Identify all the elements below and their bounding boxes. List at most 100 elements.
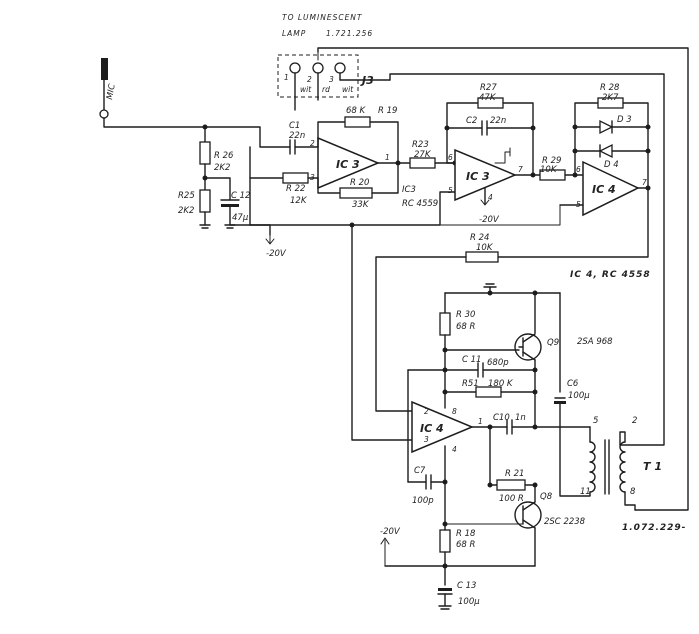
- c7-value: 100p: [412, 496, 434, 506]
- c7-name: C7: [414, 466, 426, 476]
- r19-value: 68 K: [346, 106, 367, 116]
- header-line1: TO LUMINESCENT: [282, 13, 363, 22]
- stage2-supply: -20V: [479, 215, 500, 225]
- c6-value: 100µ: [568, 391, 590, 401]
- capacitor-c12: [221, 204, 239, 207]
- d4-label: D 4: [604, 160, 619, 170]
- resistor-r22: [282, 172, 309, 184]
- r22-name: R 22: [286, 184, 305, 194]
- header-line2: LAMP: [282, 29, 306, 38]
- ic3-stage2-label: IC 3: [466, 170, 490, 183]
- c12-value: 47µ: [232, 213, 249, 223]
- microphone-input: MIC: [99, 58, 118, 119]
- transformer-t1: 5 11 2 8 T 1: [559, 416, 662, 511]
- ic-pin: 2: [424, 407, 429, 416]
- diode-d3: [599, 119, 614, 135]
- resistor-r21: [496, 479, 526, 491]
- connector-pin-label: 1: [284, 73, 289, 82]
- r20-name: R 20: [350, 178, 369, 188]
- r27-name: R27: [480, 83, 497, 93]
- resistor-r18: [439, 529, 451, 553]
- chip-name-ic3: IC3: [402, 185, 416, 195]
- r18-name: R 18: [456, 529, 476, 539]
- r22-value: 12K: [290, 196, 308, 206]
- ic-pin: 6: [448, 153, 453, 162]
- r28-name: R 28: [600, 83, 620, 93]
- transistor-q8: [514, 501, 542, 529]
- r26-name: R 26: [214, 151, 234, 161]
- connector-pin-2: [312, 62, 324, 74]
- header-part-number: 1.721.256: [326, 29, 373, 38]
- ic-pin: 8: [452, 407, 457, 416]
- c2-value: 22n: [490, 116, 506, 126]
- transformer-pin: 11: [580, 487, 591, 497]
- c10-value: 1n: [515, 413, 526, 423]
- r30-name: R 30: [456, 310, 475, 320]
- transformer-pin: 2: [632, 416, 637, 426]
- resistor-r30: [439, 312, 451, 336]
- r18-value: 68 R: [456, 540, 476, 550]
- connector-wire-label: wit: [342, 85, 354, 94]
- connector-name: J3: [360, 74, 374, 87]
- ic-pin: 4: [452, 445, 457, 454]
- r23-name: R23: [412, 140, 429, 150]
- r31-name: R51: [462, 379, 479, 389]
- input-label: MIC: [105, 83, 118, 100]
- r27-value: 47K: [479, 93, 497, 103]
- resistor-r19: [344, 116, 371, 128]
- r29-name: R 29: [542, 156, 561, 166]
- microphone-icon: [101, 58, 108, 80]
- capacitor-c6: [554, 401, 566, 404]
- c1-name: C1: [289, 121, 300, 131]
- ic-pin: 6: [576, 165, 581, 174]
- ic-pin: 5: [448, 186, 453, 195]
- ic-pin: 4: [488, 193, 493, 202]
- r25-name: R25: [178, 191, 195, 201]
- ic-pin: 1: [385, 153, 390, 162]
- transformer-pin: 5: [593, 416, 598, 426]
- drawing-number: 1.072.229-: [622, 523, 686, 533]
- resistor-r20: [339, 187, 373, 199]
- ic-pin: 7: [642, 178, 647, 187]
- q9-name: Q9: [547, 338, 559, 348]
- connector-pin-label: 2: [307, 75, 312, 84]
- ic4-stage3-label: IC 4: [592, 183, 616, 196]
- resistor-r26: [199, 141, 211, 165]
- connector-pin-3: [334, 62, 346, 74]
- capacitor-c13: [438, 588, 452, 591]
- c2-name: C2: [466, 116, 477, 126]
- connector-pin-1: [289, 62, 301, 74]
- r28-value: 2K7: [602, 93, 619, 103]
- r24-value: 10K: [476, 243, 494, 253]
- connector-wire-label: wit: [300, 85, 312, 94]
- resistor-r24: [465, 251, 499, 263]
- q9-type: 2SA 968: [577, 337, 613, 347]
- op-amp-ic3-stage1: [317, 136, 380, 190]
- c11-value: 680p: [487, 358, 509, 368]
- c1-value: 22n: [289, 131, 305, 141]
- op-amp-ic4-stage3: [582, 160, 640, 217]
- r21-name: R 21: [505, 469, 524, 479]
- q8-type: 2SC 2238: [544, 517, 586, 527]
- q8-name: Q8: [540, 492, 553, 502]
- stage1-supply: -20V: [266, 249, 287, 259]
- connector-j3: 1 2 3 wit rd wit J3: [277, 54, 391, 111]
- ic-pin: 2: [310, 139, 315, 148]
- connector-pin-label: 3: [329, 75, 334, 84]
- driver-supply: -20V: [380, 527, 401, 537]
- c6-name: C6: [567, 379, 579, 389]
- r26-value: 2K2: [214, 163, 230, 173]
- transformer-name: T 1: [643, 460, 662, 473]
- ic-pin: 1: [478, 417, 483, 426]
- resistor-r25: [199, 189, 211, 213]
- c10-name: C10: [493, 413, 510, 423]
- r19-name: R 19: [378, 106, 397, 116]
- r23-value: 27K: [414, 150, 432, 160]
- c13-value: 100µ: [458, 597, 480, 607]
- d3-label: D 3: [617, 115, 632, 125]
- r31-value: 180 K: [488, 379, 514, 389]
- ic-pin: 3: [424, 435, 429, 444]
- r24-name: R 24: [470, 233, 489, 243]
- c12-name: C 12: [231, 191, 250, 201]
